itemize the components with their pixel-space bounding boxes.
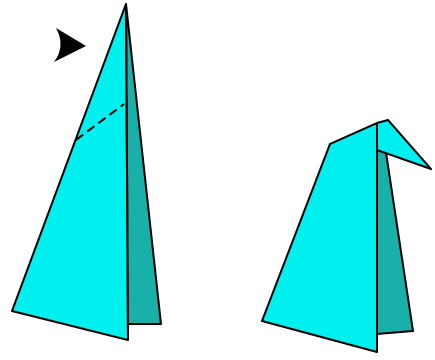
- back-flap: [126, 4, 161, 324]
- fold-arrow-icon: [54, 28, 86, 62]
- front-face: [262, 123, 377, 352]
- step-after-fold: [262, 120, 431, 352]
- front-face: [12, 4, 128, 340]
- step-before-fold: [12, 4, 161, 340]
